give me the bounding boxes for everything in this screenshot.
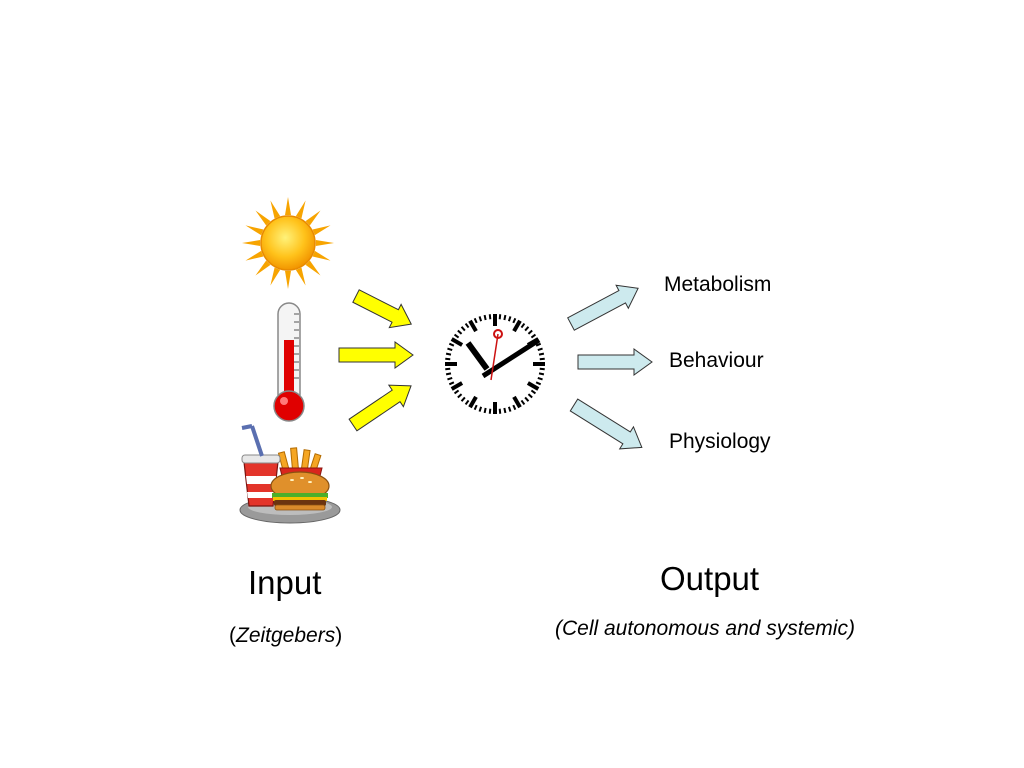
- clock-minute-tick: [488, 314, 492, 320]
- clock-minute-tick: [445, 372, 452, 376]
- clock-minute-tick: [473, 404, 478, 411]
- sun-ray: [242, 239, 261, 247]
- sun-ray: [312, 225, 331, 236]
- sun-ray: [295, 267, 306, 286]
- sun-ray: [305, 260, 321, 276]
- clock-minute-tick: [483, 314, 487, 321]
- clock-minute-tick: [539, 367, 545, 371]
- output-arrow-bottom: [569, 398, 643, 450]
- output-arrow-top: [567, 284, 639, 331]
- clock-minute-tick: [538, 352, 545, 356]
- clock-minute-tick: [457, 393, 463, 399]
- sun-ray: [270, 200, 281, 219]
- clock-hour-tick: [526, 381, 540, 391]
- input-title: Input: [248, 564, 322, 601]
- clock-minute-tick: [445, 367, 451, 371]
- clock-minute-tick: [478, 316, 483, 322]
- sun-ray: [245, 250, 264, 261]
- clock-minute-tick: [503, 407, 507, 414]
- clock-minute-tick: [445, 357, 451, 361]
- clock-hour-tick: [450, 337, 464, 347]
- clock-hour-tick: [512, 395, 522, 409]
- output-subtitle: (Cell autonomous and systemic): [555, 617, 855, 640]
- clock-hour-tick: [468, 319, 478, 333]
- output-title: Output: [660, 560, 760, 597]
- clock-minute-tick: [460, 396, 466, 402]
- clock-minute-tick: [457, 329, 463, 335]
- clock-hour-tick: [468, 395, 478, 409]
- clock-minute-tick: [445, 352, 452, 356]
- clock-hour-tick: [512, 319, 522, 333]
- clock-minute-tick: [498, 314, 502, 320]
- clock-minute-tick: [447, 347, 453, 352]
- clock-minute-tick: [507, 406, 512, 412]
- clock-minute-tick: [530, 389, 537, 395]
- clock-minute-tick: [539, 357, 545, 361]
- sun-ray: [284, 270, 292, 289]
- clock-minute-tick: [448, 381, 455, 386]
- clock-minute-tick: [483, 407, 487, 414]
- clock-hour-tick: [450, 381, 464, 391]
- sun-ray: [270, 267, 281, 286]
- clock-minute-tick: [520, 322, 526, 329]
- clock-minute-tick: [460, 326, 466, 332]
- clock-minute-tick: [538, 372, 545, 376]
- clock-minute-tick: [447, 376, 453, 381]
- clock-minute-tick: [478, 406, 483, 412]
- clock-minute-tick: [520, 399, 526, 406]
- clock-minute-tick: [535, 342, 542, 347]
- output-label-physiology: Physiology: [669, 430, 771, 453]
- clock-second-hand: [490, 333, 499, 381]
- clock-minute-tick: [473, 317, 478, 324]
- clock-minute-tick: [537, 376, 543, 381]
- input-arrow-middle: [338, 341, 414, 369]
- input-arrow-bottom: [348, 384, 412, 432]
- clock-minute-tick: [535, 381, 542, 386]
- output-arrow-middle: [577, 348, 653, 376]
- clock-minute-tick: [448, 342, 455, 347]
- clock-minute-tick: [512, 317, 517, 324]
- sun-ray: [255, 210, 271, 226]
- sun-ray: [305, 210, 321, 226]
- clock-minute-tick: [537, 347, 543, 352]
- sun-ray: [315, 239, 334, 247]
- output-label-metabolism: Metabolism: [664, 273, 772, 296]
- sun-ray: [312, 250, 331, 261]
- clock-minute-tick: [507, 316, 512, 322]
- clock-minute-tick: [530, 333, 537, 339]
- clock-hour-hand: [465, 341, 490, 371]
- input-arrow-top: [352, 289, 413, 329]
- clock-minute-tick: [488, 408, 492, 414]
- clock-minute-tick: [464, 399, 470, 406]
- sun-ray: [295, 200, 306, 219]
- clock-minute-tick: [464, 322, 470, 329]
- output-label-behaviour: Behaviour: [669, 349, 764, 372]
- clock-minute-tick: [527, 329, 533, 335]
- clock-minute-tick: [524, 396, 530, 402]
- clock-minute-tick: [453, 333, 460, 339]
- clock-minute-tick: [512, 404, 517, 411]
- sun-ray: [245, 225, 264, 236]
- sun-ray: [255, 260, 271, 276]
- clock-minute-tick: [524, 326, 530, 332]
- clock-minute-tick: [453, 389, 460, 395]
- clock-minute-tick: [527, 393, 533, 399]
- clock-minute-tick: [498, 408, 502, 414]
- sun-ray: [284, 197, 292, 216]
- input-subtitle: (Zeitgebers): [229, 624, 343, 647]
- clock-minute-tick: [503, 314, 507, 321]
